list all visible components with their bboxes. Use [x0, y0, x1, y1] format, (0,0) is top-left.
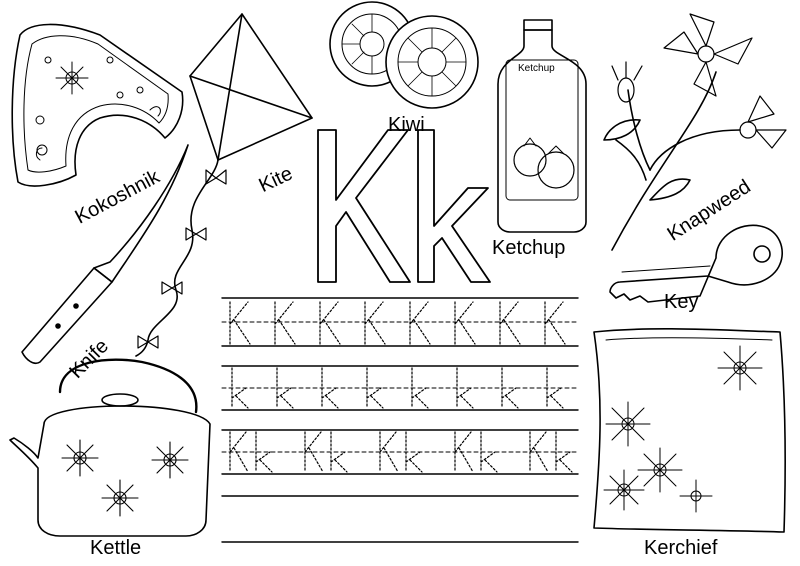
tracing-letters [229, 301, 573, 473]
label-key: Key [664, 291, 699, 313]
key-icon [609, 224, 784, 303]
knapweed-flower-icon [603, 13, 787, 251]
kite-icon [135, 13, 313, 357]
tracing-row-upper [229, 301, 566, 345]
label-ketchup: Ketchup [492, 237, 566, 259]
kerchief-icon [593, 328, 786, 533]
knife-icon [21, 144, 189, 365]
ketchup-bottle-icon [497, 19, 587, 233]
handwriting-lines [221, 297, 579, 543]
kokoshnik-icon [11, 23, 184, 187]
bottle-label: Ketchup [518, 63, 555, 74]
label-kerchief: Kerchief [644, 537, 718, 559]
tracing-row-pair [229, 431, 573, 473]
big-letter-lower [417, 129, 491, 283]
tracing-row-lower [231, 367, 564, 409]
big-letter-upper [317, 129, 411, 283]
label-kiwi: Kiwi [388, 114, 425, 136]
big-letters [317, 129, 491, 283]
kettle-icon [9, 358, 211, 537]
label-kettle: Kettle [90, 537, 142, 559]
kiwi-icon [329, 1, 479, 109]
